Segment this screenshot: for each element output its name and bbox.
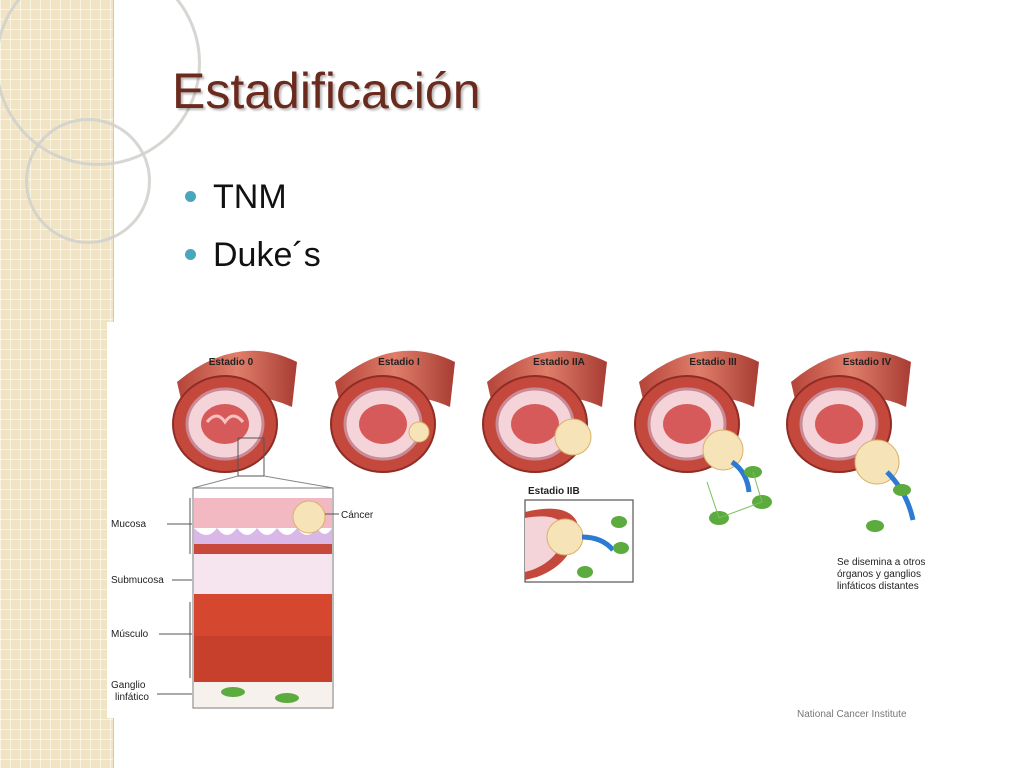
spread-note-line: órganos y ganglios <box>837 569 921 580</box>
stage-label: Estadio III <box>689 357 736 368</box>
bullet-text: TNM <box>213 178 287 216</box>
musculo-label: Músculo <box>111 629 149 640</box>
cancer-label: Cáncer <box>341 510 374 521</box>
bullet-list: TNM Duke´s <box>183 172 321 288</box>
stage-iib-inset <box>524 499 634 583</box>
ganglio-label: Ganglio <box>111 680 146 691</box>
cancer-staging-illustration: Estadio 0 Estadio I Estadio IIA Estadio … <box>107 322 957 718</box>
layer-cross-section <box>157 475 339 709</box>
bullet-text: Duke´s <box>213 236 321 274</box>
stage-iii-tube <box>634 350 772 525</box>
bullet-item: Duke´s <box>183 230 321 288</box>
mucosa-label: Mucosa <box>111 519 146 530</box>
bullet-dot-icon <box>185 249 196 260</box>
slide-title: Estadificación <box>172 63 481 119</box>
spread-note-line: Se disemina a otros <box>837 557 925 568</box>
inset-label: Estadio IIB <box>528 486 580 497</box>
stage-iv-tube <box>786 350 916 532</box>
stage-label: Estadio 0 <box>209 357 254 368</box>
credit-text: National Cancer Institute <box>797 709 907 718</box>
bullet-dot-icon <box>185 191 196 202</box>
stage-label: Estadio I <box>378 357 420 368</box>
spread-note-line: linfáticos distantes <box>837 581 919 592</box>
stage-label: Estadio IIA <box>533 357 585 368</box>
stage-i-tube <box>330 350 455 473</box>
decorative-side-band <box>0 0 201 768</box>
bullet-item: TNM <box>183 172 321 230</box>
linfatico-label: linfático <box>115 692 149 703</box>
stage-iia-tube <box>482 350 607 473</box>
decorative-ring <box>25 118 151 244</box>
stage-0-tube <box>172 350 297 477</box>
submucosa-label: Submucosa <box>111 575 164 586</box>
stage-label: Estadio IV <box>843 357 892 368</box>
